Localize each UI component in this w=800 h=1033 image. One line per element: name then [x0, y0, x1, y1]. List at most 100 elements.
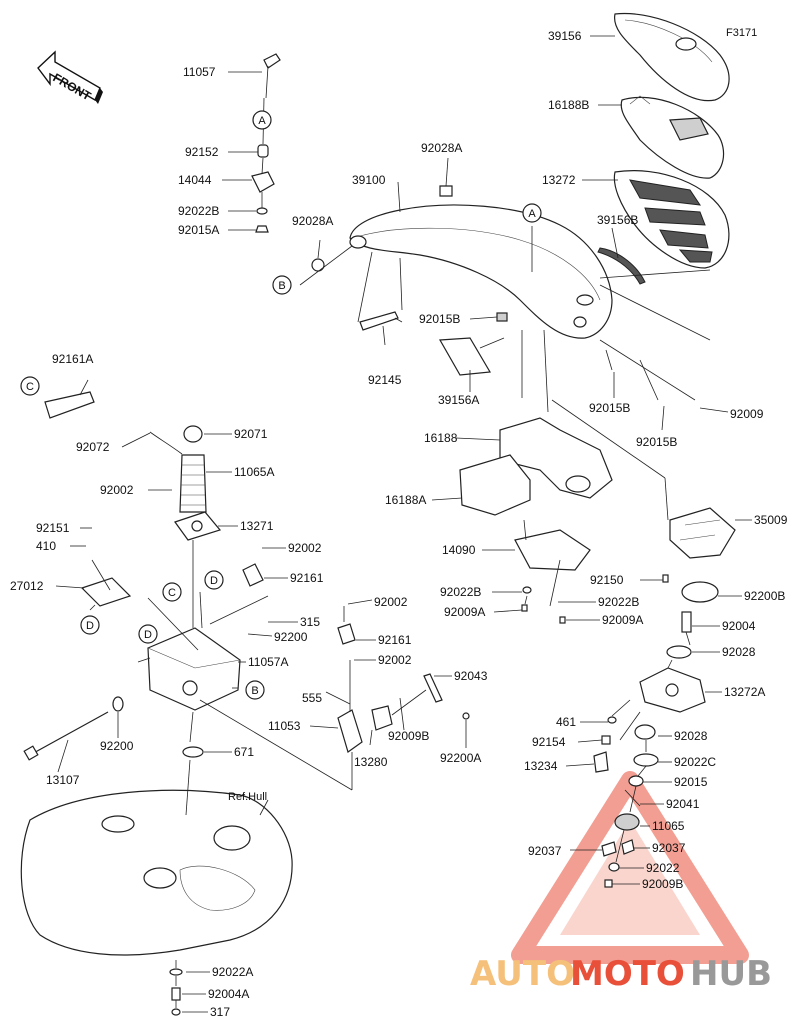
- strip-39156B[interactable]: [597, 247, 646, 285]
- label-92071[interactable]: 92071: [234, 427, 268, 441]
- label-92043[interactable]: 92043: [454, 669, 488, 683]
- label-16188[interactable]: 16188: [424, 431, 458, 445]
- label-92037-a[interactable]: 92037: [528, 844, 562, 858]
- label-92009A-a[interactable]: 92009A: [444, 605, 485, 619]
- washer-92022B-c[interactable]: [522, 586, 532, 594]
- plate-13271[interactable]: [174, 511, 222, 541]
- label-315[interactable]: 315: [300, 615, 320, 629]
- label-92152[interactable]: 92152: [185, 145, 219, 159]
- label-555[interactable]: 555: [302, 691, 322, 705]
- pad-39156A[interactable]: [439, 337, 491, 376]
- label-16188A[interactable]: 16188A: [385, 493, 426, 507]
- label-11057[interactable]: 11057: [183, 65, 216, 79]
- screw-92009B[interactable]: [604, 879, 613, 888]
- pad-92161b[interactable]: [337, 623, 356, 645]
- label-39156[interactable]: 39156: [548, 29, 582, 43]
- label-92022[interactable]: 92022: [646, 861, 680, 875]
- label-13234[interactable]: 13234: [524, 759, 558, 773]
- label-11053[interactable]: 11053: [268, 719, 301, 733]
- washer-92022B[interactable]: [256, 207, 268, 215]
- label-13280[interactable]: 13280: [354, 755, 388, 769]
- clip-14044[interactable]: [251, 171, 275, 193]
- label-410[interactable]: 410: [36, 539, 56, 553]
- label-39100[interactable]: 39100: [352, 173, 386, 187]
- nut-92015[interactable]: [628, 775, 644, 787]
- label-92004A[interactable]: 92004A: [208, 987, 249, 1001]
- deck-39100[interactable]: [349, 204, 613, 339]
- label-92022A[interactable]: 92022A: [212, 965, 253, 979]
- washer-92022A[interactable]: [169, 968, 183, 976]
- label-92015[interactable]: 92015: [674, 775, 708, 789]
- label-92200B[interactable]: 92200B: [744, 589, 785, 603]
- label-35009[interactable]: 35009: [754, 513, 788, 527]
- label-92150[interactable]: 92150: [590, 573, 624, 587]
- label-92028A-b[interactable]: 92028A: [421, 141, 462, 155]
- mount-13272A[interactable]: [639, 667, 706, 713]
- label-13107[interactable]: 13107: [46, 773, 80, 787]
- label-92200-a[interactable]: 92200: [274, 630, 308, 644]
- label-14044[interactable]: 14044: [178, 173, 212, 187]
- cover-16188B[interactable]: [620, 95, 725, 179]
- label-92015B-a[interactable]: 92015B: [419, 312, 460, 326]
- label-92161-b[interactable]: 92161: [378, 633, 412, 647]
- label-92041[interactable]: 92041: [666, 797, 700, 811]
- bolt-92154[interactable]: [601, 735, 611, 745]
- cover-16188A[interactable]: [459, 454, 531, 516]
- pad-92161A[interactable]: [44, 391, 95, 419]
- bellows-11065A[interactable]: [179, 454, 207, 513]
- stud-92004A[interactable]: [171, 987, 181, 1001]
- knob-13234[interactable]: [593, 751, 609, 773]
- washer-92200B[interactable]: [681, 581, 719, 603]
- washer-461[interactable]: [607, 716, 617, 724]
- label-92009A-b[interactable]: 92009A: [602, 613, 643, 627]
- plate-14090[interactable]: [514, 529, 591, 571]
- stud-92004[interactable]: [681, 611, 692, 633]
- rod-555[interactable]: [325, 691, 351, 705]
- label-92009B-b[interactable]: 92009B: [388, 729, 429, 743]
- label-92004[interactable]: 92004: [722, 619, 756, 633]
- label-92009[interactable]: 92009: [730, 407, 764, 421]
- collar-92152[interactable]: [257, 144, 269, 158]
- label-461[interactable]: 461: [556, 715, 576, 729]
- grille-13272[interactable]: [613, 170, 730, 269]
- label-39156B[interactable]: 39156B: [597, 213, 638, 227]
- label-92002-b[interactable]: 92002: [288, 541, 322, 555]
- label-92022C[interactable]: 92022C: [674, 755, 716, 769]
- pin-92041[interactable]: [624, 789, 641, 807]
- label-92015B-c[interactable]: 92015B: [636, 435, 677, 449]
- label-13272[interactable]: 13272: [542, 173, 576, 187]
- nut-317[interactable]: [171, 1008, 181, 1016]
- label-92028-b[interactable]: 92028: [674, 729, 708, 743]
- washer-92022[interactable]: [608, 862, 620, 872]
- bolt-11057[interactable]: [263, 53, 281, 99]
- label-92015A[interactable]: 92015A: [178, 223, 219, 237]
- label-11057A[interactable]: 11057A: [248, 655, 288, 669]
- washer-92200A[interactable]: [462, 712, 470, 720]
- label-92028A-a[interactable]: 92028A: [292, 214, 333, 228]
- label-92072[interactable]: 92072: [76, 440, 110, 454]
- screw-92009A[interactable]: [521, 604, 528, 612]
- label-92200A[interactable]: 92200A: [440, 751, 481, 765]
- housing-11057A[interactable]: [147, 627, 241, 711]
- label-39156A[interactable]: 39156A: [438, 393, 479, 407]
- label-27012[interactable]: 27012: [10, 579, 44, 593]
- screw-92009A-b[interactable]: [559, 616, 566, 624]
- bracket-35009[interactable]: [669, 507, 736, 559]
- pad-92161[interactable]: [242, 563, 264, 587]
- cover-39156[interactable]: [613, 12, 730, 102]
- cable-92072[interactable]: [149, 431, 183, 455]
- label-671[interactable]: 671: [234, 745, 254, 759]
- washer-92200[interactable]: [112, 696, 124, 712]
- label-92145[interactable]: 92145: [368, 373, 402, 387]
- label-92009B-a[interactable]: 92009B: [642, 877, 683, 891]
- washer-92022C[interactable]: [633, 753, 659, 767]
- label-92022B-b[interactable]: 92022B: [440, 585, 481, 599]
- spring-92043[interactable]: [423, 673, 443, 703]
- label-92200-b[interactable]: 92200: [100, 739, 134, 753]
- bolt-13107[interactable]: [23, 711, 109, 761]
- grommet-11065[interactable]: [614, 813, 640, 831]
- label-16188B[interactable]: 16188B: [548, 98, 589, 112]
- bracket-11053[interactable]: [337, 709, 363, 753]
- clip-92037b[interactable]: [621, 839, 635, 855]
- label-92022B-a[interactable]: 92022B: [178, 204, 219, 218]
